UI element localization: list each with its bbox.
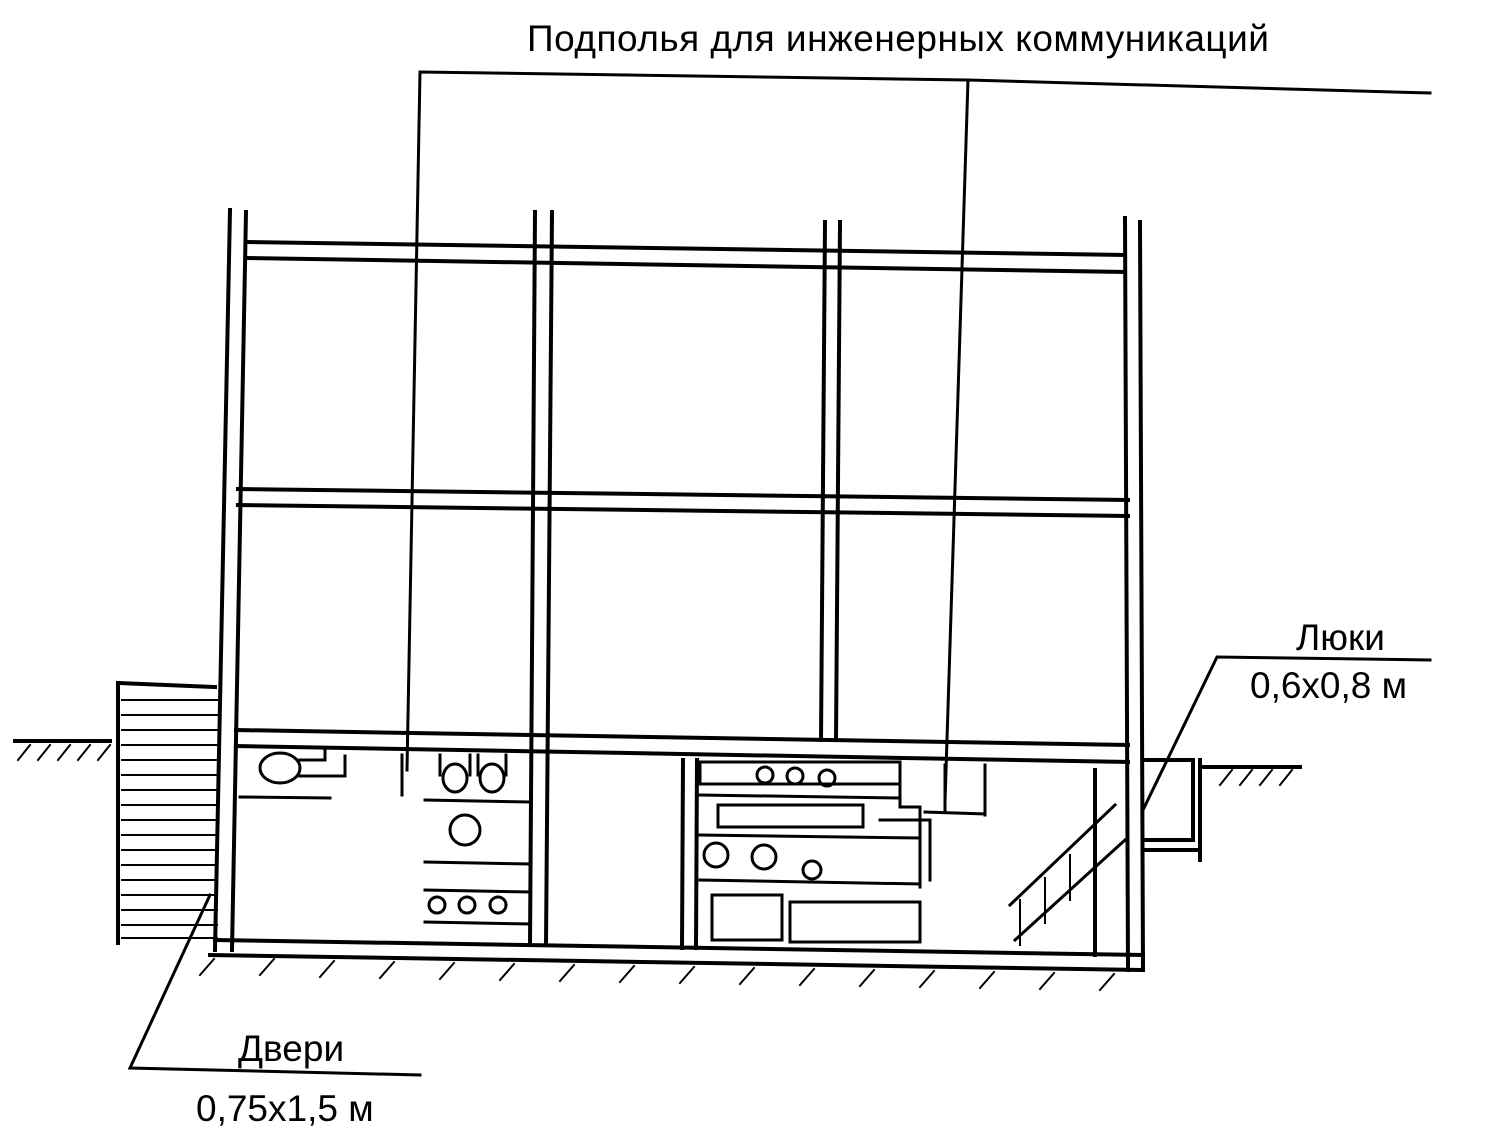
ground-right [1198,765,1302,787]
hatch-size-label: 0,6х0,8 м [1250,665,1408,706]
underfloor-title-label: Подполья для инженерных коммуникаций [527,18,1270,59]
ground-left [13,739,112,762]
hatch-label: Люки [1296,617,1385,658]
basement-stair [1007,768,1128,957]
ground-under-building [198,952,1143,992]
door-label: Двери [238,1028,345,1069]
floor-slabs [212,239,1146,958]
basement-equipment-left [238,748,532,926]
entrance-stair [115,680,218,945]
outer-walls [212,207,1146,973]
leader-lines [127,70,1432,1077]
basement-equipment-right [698,760,987,944]
interior-columns [527,209,843,951]
hatch-opening [1141,758,1202,862]
door-size-label: 0,75х1,5 м [196,1088,374,1129]
